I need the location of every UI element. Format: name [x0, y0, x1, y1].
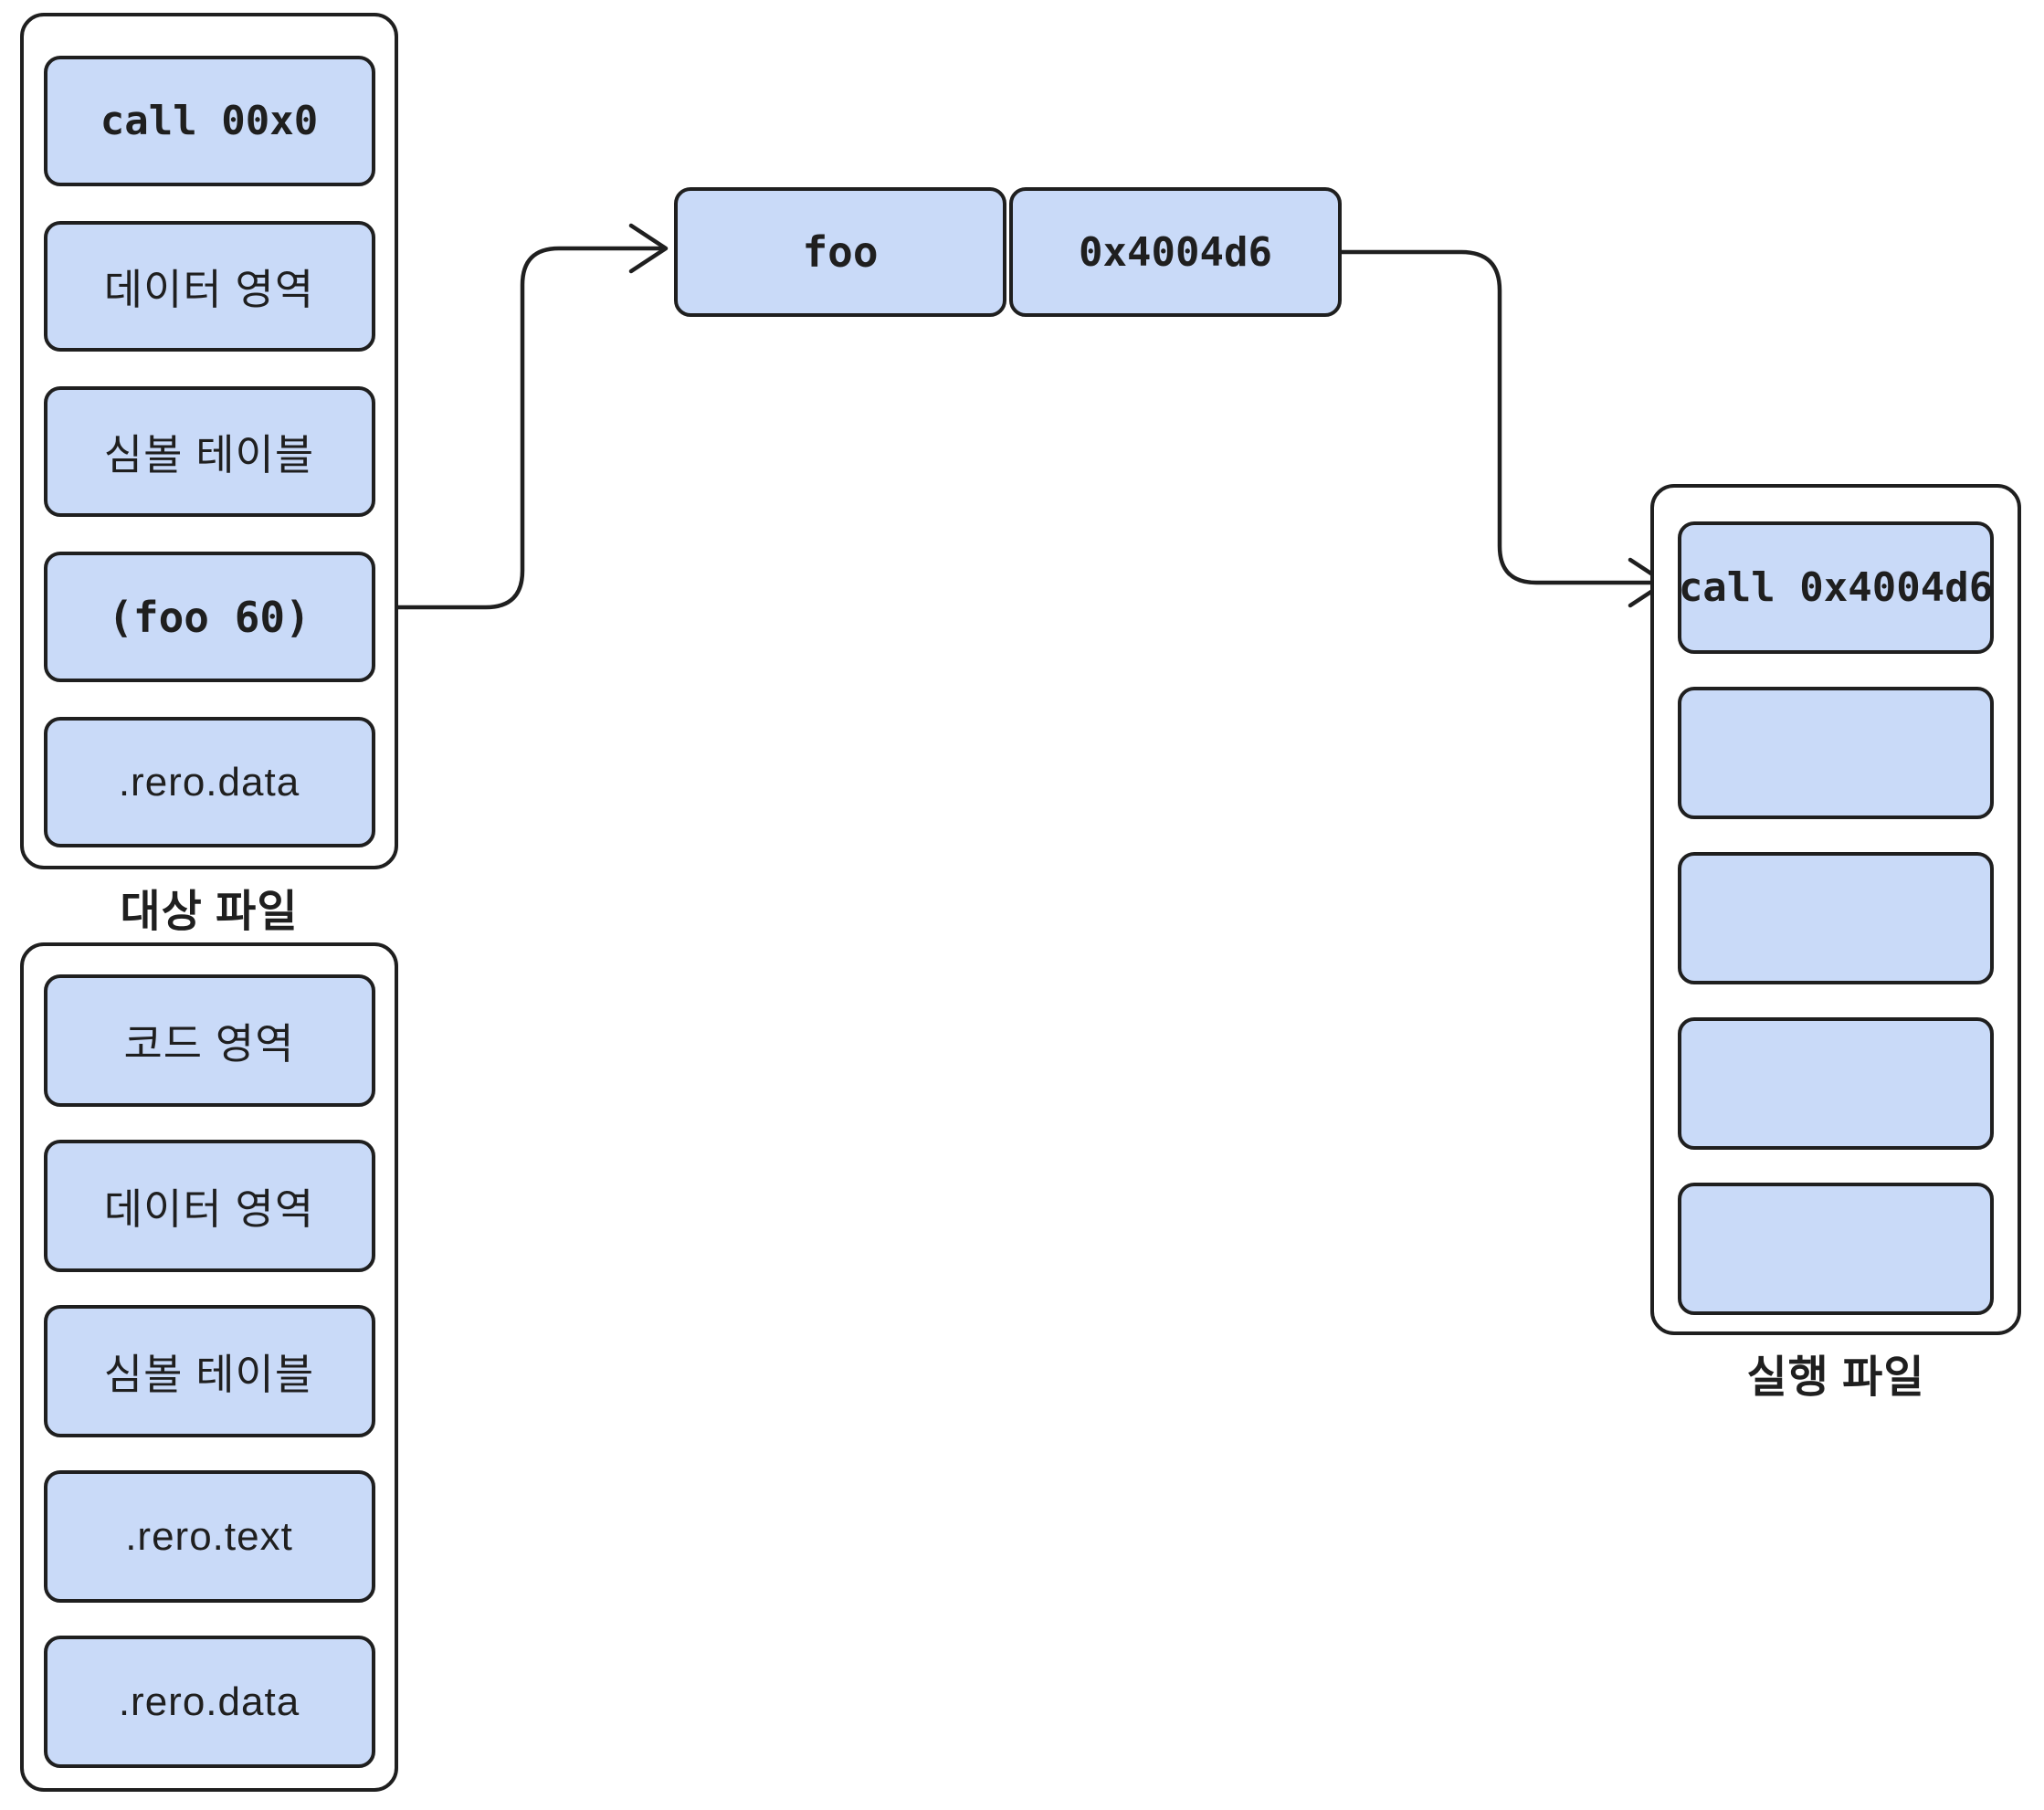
object-file-label: 대상 파일: [120, 888, 299, 936]
object-file-row-data-area: 데이터 영역: [43, 221, 375, 352]
source-object-file-row-symbol-table: 심볼 테이블: [43, 1305, 375, 1437]
object-file-row-call: call 00x0: [43, 56, 375, 186]
executable-row-empty-1: [1678, 687, 1994, 819]
executable-file-label: 실행 파일: [1746, 1353, 1925, 1402]
object-file-row-rero-data: .rero.data: [43, 717, 375, 847]
symbol-address-box: 0x4004d6: [1009, 187, 1342, 317]
arrowhead-right-icon: [628, 223, 669, 274]
object-file-row-foo-entry: (foo 60): [43, 552, 375, 682]
source-object-file-row-rero-data: .rero.data: [43, 1636, 375, 1768]
symbol-name-box: foo: [674, 187, 1006, 317]
source-object-file-row-code-area: 코드 영역: [43, 974, 375, 1107]
executable-row-call: call 0x4004d6: [1678, 521, 1994, 654]
object-file-row-symbol-table: 심볼 테이블: [43, 386, 375, 517]
executable-row-empty-4: [1678, 1183, 1994, 1315]
executable-row-empty-2: [1678, 852, 1994, 984]
arrow-foo-lookup: [372, 223, 669, 610]
executable-file-container: call 0x4004d6: [1650, 484, 2021, 1335]
source-object-file-container: 코드 영역 데이터 영역 심볼 테이블 .rero.text .rero.dat…: [20, 942, 398, 1792]
executable-row-empty-3: [1678, 1017, 1994, 1150]
arrow-address-patch: [1338, 249, 1668, 608]
source-object-file-row-data-area: 데이터 영역: [43, 1140, 375, 1272]
object-file-container: call 00x0 데이터 영역 심볼 테이블 (foo 60) .rero.d…: [20, 13, 398, 869]
source-object-file-row-rero-text: .rero.text: [43, 1470, 375, 1603]
